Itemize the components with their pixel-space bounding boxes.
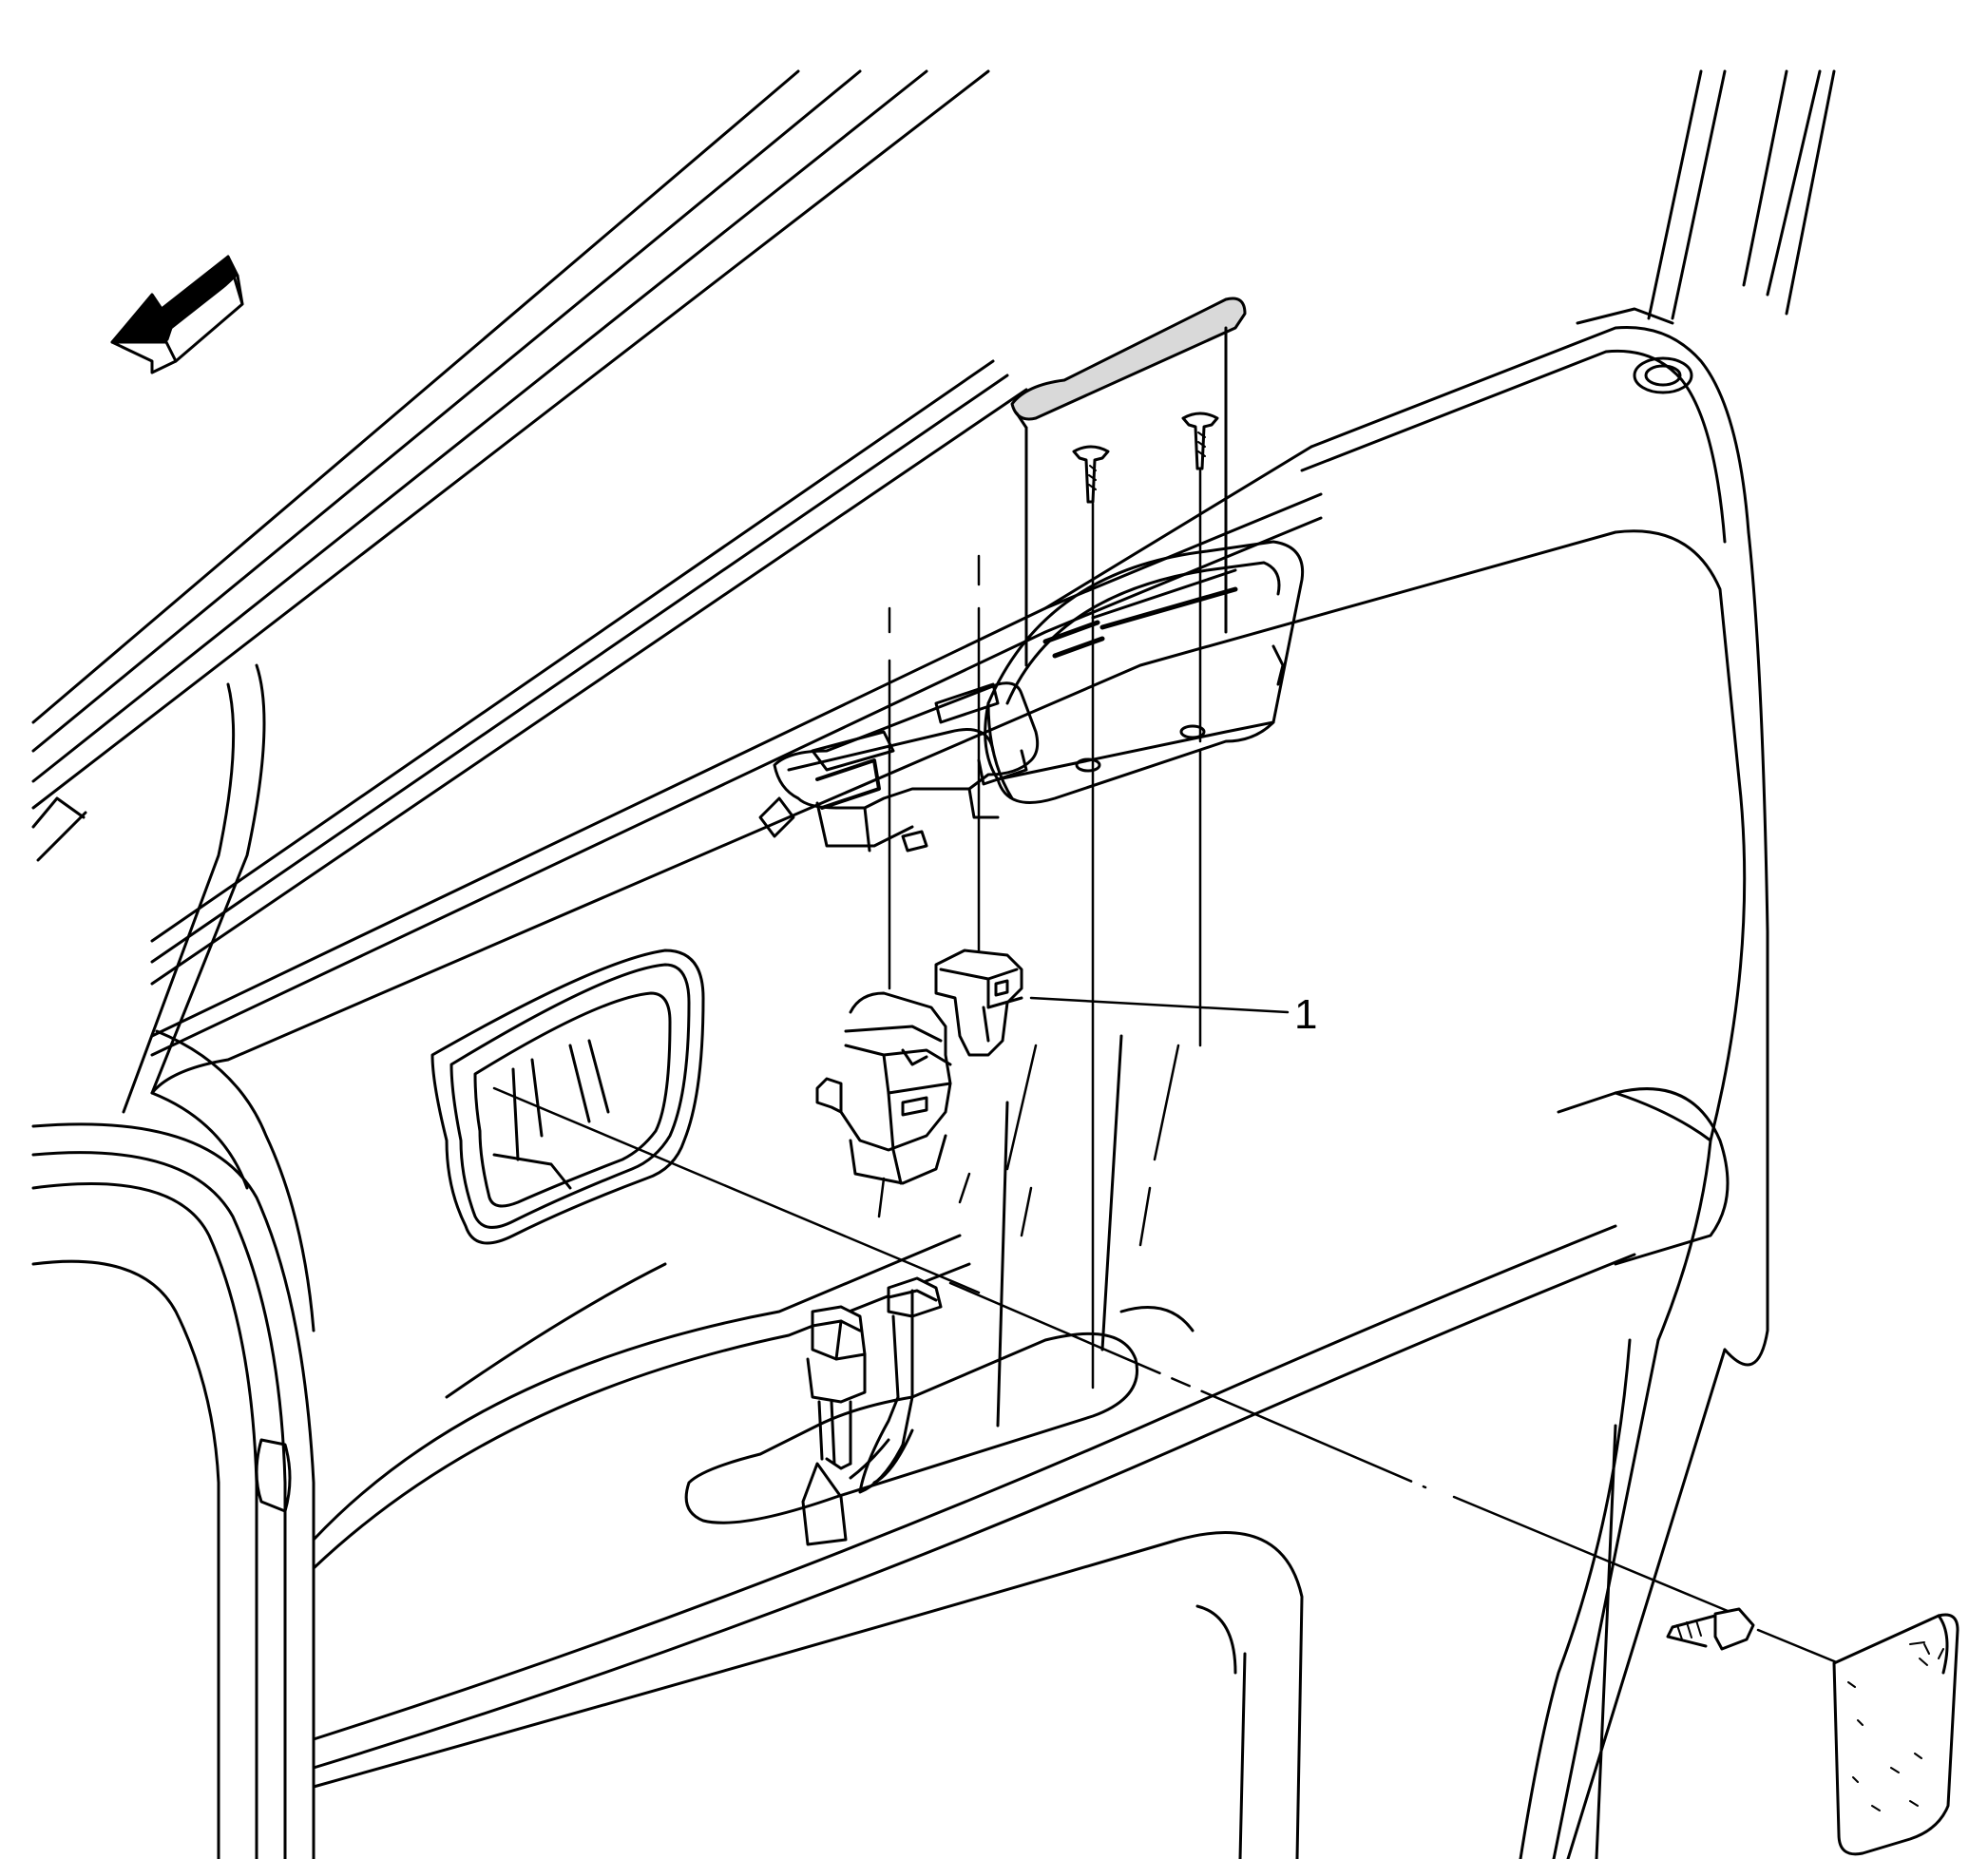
window-switch-bezel — [758, 681, 1040, 853]
window-switch-connector — [934, 949, 1023, 1057]
switch-trim-cover — [1010, 297, 1247, 667]
forward-arrow-icon — [110, 255, 244, 374]
callout-label: 1 — [1294, 991, 1317, 1038]
switch-bezel-tray — [984, 540, 1305, 804]
lower-screw — [1666, 1607, 1755, 1651]
armrest — [312, 1087, 1730, 1859]
screw-icon — [1181, 412, 1219, 470]
upper-screws — [1072, 412, 1219, 504]
trim-cap — [1832, 1613, 1959, 1856]
assembly-lines — [877, 469, 1202, 1389]
door-trim-panel — [150, 529, 1769, 1859]
harness-connectors — [801, 1276, 943, 1546]
window-switch — [815, 991, 952, 1185]
screw-icon — [1072, 445, 1110, 504]
rear-window-frame — [1576, 69, 1836, 325]
screw-icon — [1713, 1607, 1755, 1651]
callout-1: 1 — [1029, 991, 1317, 1038]
diagonal-assembly-line — [492, 1086, 1841, 1665]
window-frame — [31, 69, 1028, 986]
pull-cup-recess — [684, 1034, 1195, 1524]
lower-panel-curves — [31, 663, 315, 1859]
grommet — [1633, 356, 1693, 394]
door-handle-bezel — [430, 949, 705, 1245]
belt-line-trim — [150, 325, 1750, 1057]
